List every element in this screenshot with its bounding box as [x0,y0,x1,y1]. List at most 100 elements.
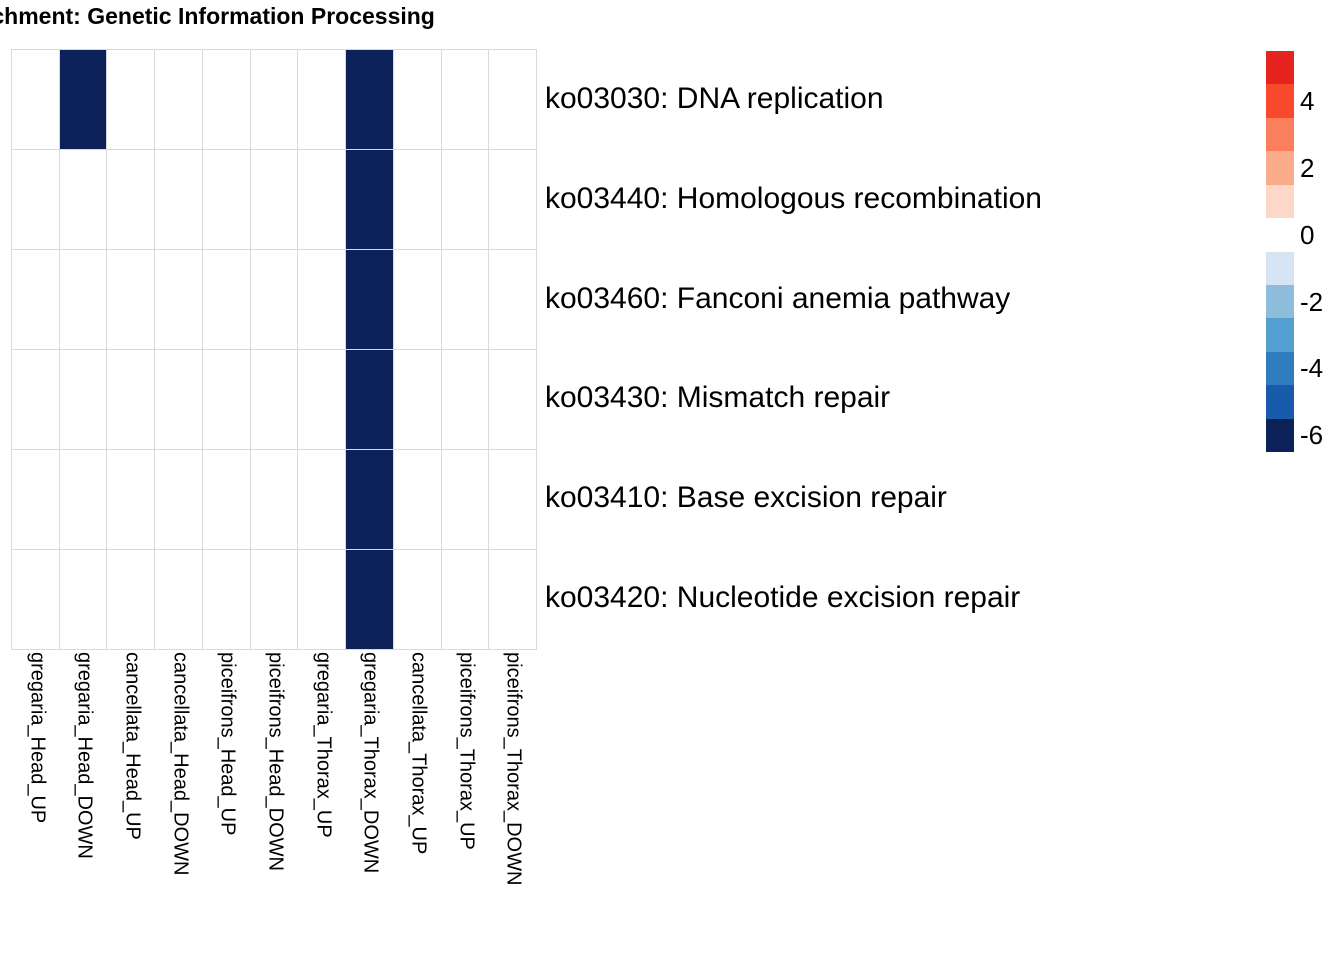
heatmap-column-label: gregaria_Head_DOWN [73,652,96,859]
heatmap-cell [202,350,250,449]
heatmap-cell [202,450,250,549]
heatmap-row-label: ko03430: Mismatch repair [545,381,891,415]
heatmap-column-label-cell: piceifrons_Head_UP [202,652,250,952]
heatmap-cell [489,50,536,149]
colorbar-band [1266,418,1294,453]
heatmap-cell [346,150,393,249]
colorbar-band [1266,117,1294,152]
heatmap-cell [155,250,202,349]
heatmap-column-label-cell: gregaria_Head_DOWN [59,652,107,952]
heatmap-cell [12,350,59,449]
heatmap-cell [202,50,250,149]
colorbar-tick-label: -4 [1300,353,1324,384]
heatmap-cell [107,350,155,449]
colorbar-tick-label: -2 [1300,286,1324,317]
heatmap-cell [346,250,393,349]
heatmap-cell [107,50,155,149]
heatmap-cell [441,350,489,449]
heatmap-column-label: gregaria_Head_UP [26,652,49,824]
heatmap-cell [441,250,489,349]
heatmap-cell [155,550,202,649]
heatmap-cell [346,550,393,649]
heatmap-cell [59,150,107,249]
heatmap-row-labels: ko03030: DNA replication ko03440: Homolog… [545,49,1285,648]
heatmap-row-label: ko03440: Homologous recombination [545,181,1042,215]
heatmap-cell [155,350,202,449]
heatmap-cell [107,250,155,349]
heatmap-cell [250,350,298,449]
heatmap-cell [489,450,536,549]
heatmap-cell [441,550,489,649]
heatmap-column-label-cell: piceifrons_Thorax_UP [440,652,488,952]
heatmap-column-label-cell: cancellata_Head_DOWN [154,652,202,952]
heatmap-column-label: piceifrons_Head_UP [216,652,239,836]
heatmap-cell [12,250,59,349]
heatmap-cell [250,150,298,249]
heatmap-cell [298,450,346,549]
colorbar-tick-label: 0 [1300,219,1315,250]
heatmap-cell [12,550,59,649]
heatmap-cell [489,350,536,449]
heatmap-cell [202,150,250,249]
heatmap-cell [298,50,346,149]
heatmap-column-label: gregaria_Thorax_UP [312,652,335,838]
heatmap-cell [12,50,59,149]
heatmap-cell [298,550,346,649]
heatmap-column-label-cell: gregaria_Thorax_UP [297,652,345,952]
heatmap-cell [202,250,250,349]
heatmap-cell [346,50,393,149]
colorbar-tick-label: 4 [1300,86,1315,117]
heatmap-cell [59,350,107,449]
heatmap-cell [59,250,107,349]
heatmap-column-label-cell: gregaria_Thorax_DOWN [344,652,392,952]
colorbar-tick-label: 2 [1300,152,1315,183]
heatmap-row-label: ko03420: Nucleotide excision repair [545,581,1021,615]
heatmap-column-labels: gregaria_Head_UP gregaria_Head_DOWN cancel… [11,652,535,952]
heatmap-cell [155,150,202,249]
heatmap-row-label: ko03030: DNA replication [545,81,884,115]
colorbar-tick-labels: 4 2 0 -2 -4 -6 [1300,51,1344,452]
heatmap-cell [298,150,346,249]
heatmap-cell [202,550,250,649]
heatmap-cell [59,50,107,149]
heatmap-column-label: piceifrons_Thorax_UP [454,652,477,850]
heatmap-cell [250,250,298,349]
heatmap-cell [489,150,536,249]
heatmap-cell [393,150,441,249]
heatmap-column-label-cell: gregaria_Head_UP [11,652,59,952]
heatmap-column-label-cell: cancellata_Head_UP [106,652,154,952]
colorbar-tick-label: -6 [1300,420,1324,451]
heatmap-cell [250,450,298,549]
heatmap-column-label: cancellata_Head_UP [121,652,144,840]
heatmap-cell [441,50,489,149]
heatmap-column-label: piceifrons_Head_DOWN [264,652,287,871]
heatmap-cell [107,150,155,249]
colorbar-band [1266,351,1294,386]
heatmap-cell [298,350,346,449]
colorbar-band [1266,385,1294,419]
heatmap-cell [155,50,202,149]
heatmap-cell [59,550,107,649]
heatmap-column-label: cancellata_Head_DOWN [169,652,192,876]
heatmap-cell [346,450,393,549]
heatmap-cell [155,450,202,549]
heatmap-cell [393,550,441,649]
heatmap-cell [393,250,441,349]
heatmap-column-label-cell: cancellata_Thorax_UP [392,652,440,952]
heatmap-cell [393,450,441,549]
heatmap-cell [250,550,298,649]
heatmap-cell [441,150,489,249]
heatmap-row-label: ko03410: Base excision repair [545,481,947,515]
colorbar-band [1266,151,1294,185]
colorbar-band [1266,284,1294,319]
heatmap-column-label: cancellata_Thorax_UP [407,652,430,855]
heatmap-cell [107,450,155,549]
heatmap-cell [489,550,536,649]
heatmap-column-label-cell: piceifrons_Head_DOWN [249,652,297,952]
page-title: nrichment: Genetic Information Processin… [0,3,435,29]
colorbar-band [1266,251,1294,285]
heatmap-cell [393,50,441,149]
heatmap-cell [59,450,107,549]
heatmap-cell [12,150,59,249]
colorbar-band [1266,184,1294,219]
